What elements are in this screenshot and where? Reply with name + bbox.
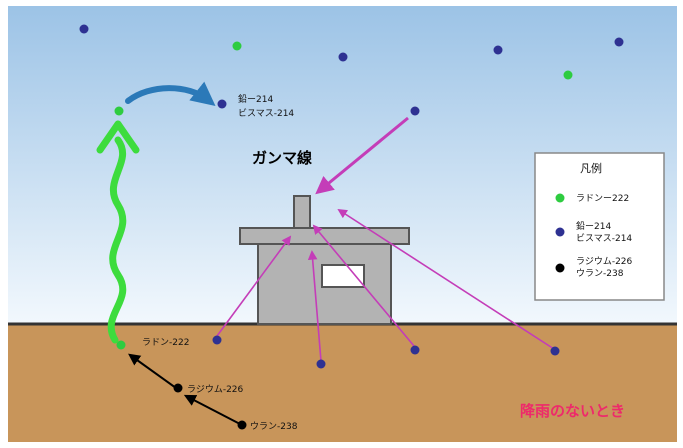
uranium-particle xyxy=(237,420,247,430)
gamma-arrow-2 xyxy=(307,250,322,362)
lead-bismuth-particle xyxy=(316,359,326,369)
lead-bismuth-particle xyxy=(212,335,222,345)
radon-particle xyxy=(563,70,573,80)
ground-particles xyxy=(116,335,560,430)
legend-radium-label: ラジウム-226 xyxy=(576,256,633,267)
gamma-arrow-4 xyxy=(337,208,555,350)
radon-particle xyxy=(114,106,124,116)
wavy-up-arrow-icon xyxy=(96,120,140,344)
decay-arrow-2 xyxy=(183,394,241,425)
ground xyxy=(8,324,677,442)
legend-bismuth-label: ビスマス-214 xyxy=(576,233,632,244)
lead-bismuth-particle xyxy=(493,45,503,55)
legend-uranium-label: ウラン-238 xyxy=(576,268,624,279)
sky-particles xyxy=(79,24,624,116)
lead-bismuth-particle xyxy=(410,106,420,116)
radon-particle xyxy=(116,340,126,350)
ground-label-radium: ラジウム-226 xyxy=(187,384,244,395)
decay-arrow-1 xyxy=(128,353,177,389)
air-label-lead: 鉛ー214 xyxy=(238,93,273,105)
air-label-bismuth: ビスマス-214 xyxy=(238,108,294,119)
lead-bismuth-particle xyxy=(614,37,624,47)
lead-bismuth-particle xyxy=(550,346,560,356)
legend-lead-bismuth-marker xyxy=(555,227,565,237)
lead-bismuth-particle xyxy=(338,52,348,62)
radon-particle xyxy=(232,41,242,51)
curved-right-arrow-icon xyxy=(125,81,216,106)
legend: 凡例 ラドンー222 鉛ー214 ビスマス-214 ラジウム-226 ウラン-2… xyxy=(534,152,665,301)
ground-label-uranium: ウラン-238 xyxy=(250,421,298,432)
gamma-arrow-3 xyxy=(312,224,415,347)
legend-radon-label: ラドンー222 xyxy=(576,193,629,204)
legend-title: 凡例 xyxy=(580,161,602,175)
ground-label-radon: ラドン-222 xyxy=(142,337,189,348)
gamma-arrow-1 xyxy=(216,235,292,337)
lead-bismuth-particle xyxy=(410,345,420,355)
radium-particle xyxy=(173,383,183,393)
legend-lead-label: 鉛ー214 xyxy=(576,220,611,232)
building xyxy=(239,195,410,325)
lead-bismuth-particle xyxy=(217,99,227,109)
building-window xyxy=(321,264,365,288)
condition-label: 降雨のないとき xyxy=(520,402,625,420)
legend-radium-uranium-marker xyxy=(555,263,565,273)
legend-radon-marker xyxy=(555,193,565,203)
legend-box xyxy=(534,152,665,301)
gamma-arrow-sky xyxy=(315,116,409,195)
lead-bismuth-particle xyxy=(79,24,89,34)
gamma-arrows xyxy=(216,116,555,362)
gamma-label: ガンマ線 xyxy=(252,149,312,167)
